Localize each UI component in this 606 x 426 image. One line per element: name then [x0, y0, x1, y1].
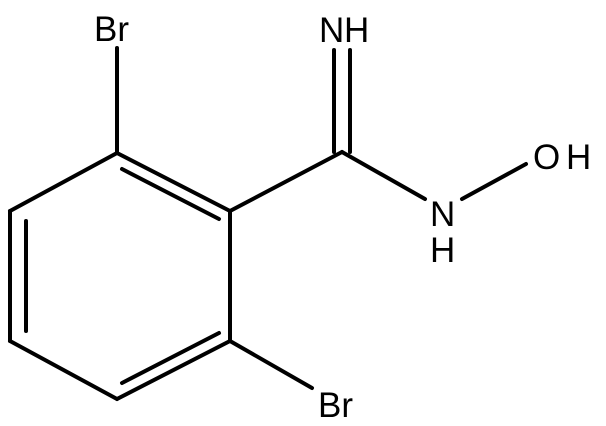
atom-label-amine-n: N: [430, 195, 455, 234]
bond-ring-c1-c2: [115, 151, 232, 213]
atom-labels: Br Br N H O H N H: [94, 10, 591, 425]
atom-label-br-bottom: Br: [318, 386, 353, 425]
bond-c3-br-bottom: [228, 339, 314, 390]
atom-label-imine-h: H: [344, 11, 369, 50]
atom-label-br-top: Br: [94, 10, 129, 49]
atom-label-oxime-h: H: [566, 138, 591, 177]
bond-ring-c3-c4: [115, 339, 232, 401]
bond-ring-c1-c2-inner: [120, 167, 221, 221]
atom-label-imine-n: N: [319, 11, 344, 50]
atom-label-oxime-o: O: [533, 138, 560, 177]
bond-n-o: [460, 162, 528, 201]
bond-c2-amidine-c: [228, 150, 344, 213]
bond-ring-c6-c1: [8, 151, 119, 213]
bonds: [8, 46, 528, 401]
bond-ring-c4-c5: [8, 339, 119, 401]
bond-ring-c3-c4-inner: [120, 331, 221, 385]
atom-label-amine-h: H: [430, 231, 455, 270]
bond-c-n-amine: [340, 150, 427, 201]
